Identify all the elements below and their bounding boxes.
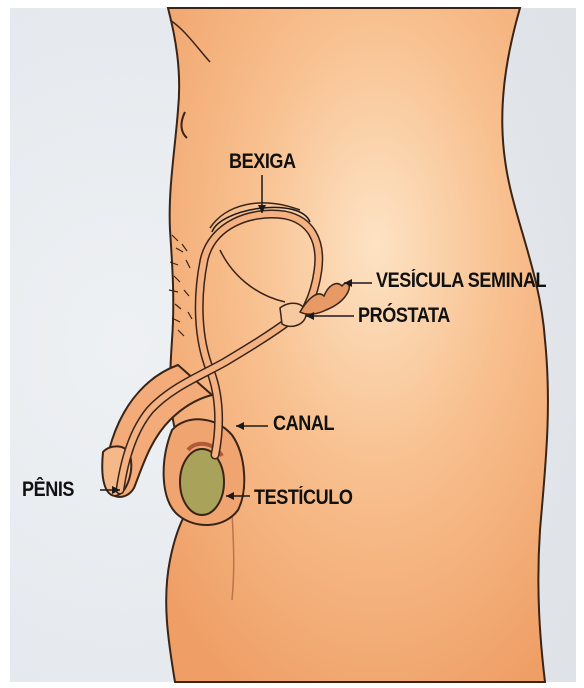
label-prostata: PRÓSTATA (358, 304, 450, 328)
label-penis: PÊNIS (22, 478, 74, 502)
label-testiculo: TESTÍCULO (254, 486, 352, 510)
label-canal: CANAL (273, 412, 334, 436)
label-bexiga: BEXIGA (229, 150, 296, 174)
label-vesicula-seminal: VESÍCULA SEMINAL (376, 269, 546, 293)
prostate-shape (280, 303, 306, 326)
body-silhouette (166, 8, 548, 682)
testicle-shape (180, 449, 224, 515)
